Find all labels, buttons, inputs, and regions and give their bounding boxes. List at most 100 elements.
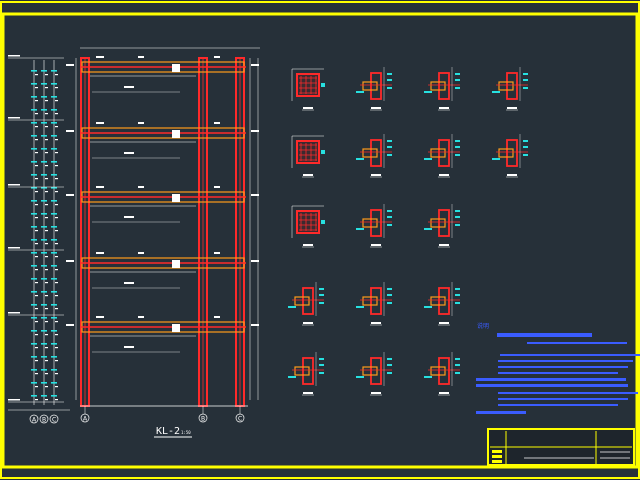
rebar-callout [288, 376, 296, 378]
rebar-tick [35, 204, 38, 206]
rebar-tick [55, 113, 58, 115]
rebar-tick [45, 243, 48, 245]
beam-label [96, 186, 104, 188]
note-line [498, 398, 628, 400]
rebar-tick [35, 347, 38, 349]
rebar-tag [51, 356, 57, 358]
rebar-tick [35, 230, 38, 232]
rebar-tick [35, 334, 38, 336]
rebar-tick [55, 386, 58, 388]
level-label [8, 247, 20, 249]
rebar-callout [288, 306, 296, 308]
rebar-callout [387, 224, 392, 226]
rebar-tick [55, 204, 58, 206]
level-label [8, 117, 20, 119]
notes-heading: 说明 [477, 322, 489, 330]
rebar-tick [45, 373, 48, 375]
rebar-callout [321, 150, 325, 154]
section-label [371, 244, 381, 246]
level-label [8, 312, 20, 314]
title-block [487, 428, 635, 466]
rebar-callout [387, 73, 392, 75]
rebar-tick [55, 152, 58, 154]
note-line [498, 404, 618, 406]
rebar-tag [41, 109, 47, 111]
span-label [124, 346, 134, 348]
rebar-callout [455, 364, 460, 366]
rebar-tick [45, 74, 48, 76]
beam-label [214, 186, 220, 188]
rebar-callout [319, 358, 324, 360]
level-label [8, 55, 20, 57]
rebar-callout [424, 306, 432, 308]
note-line [527, 342, 627, 344]
rebar-callout [319, 294, 324, 296]
rebar-tag [51, 265, 57, 267]
joint-column [370, 139, 382, 167]
axis-label: B [201, 416, 205, 423]
rebar-tick [55, 139, 58, 141]
level-mark [66, 194, 74, 196]
drawing-scale: 1:50 [181, 430, 191, 435]
rebar-tick [45, 113, 48, 115]
column-section [296, 140, 320, 164]
inner-frame [1, 12, 639, 469]
rebar-tag [51, 109, 57, 111]
rebar-callout [387, 288, 392, 290]
rebar-tick [45, 87, 48, 89]
rebar-tick [35, 386, 38, 388]
rebar-tag [31, 200, 37, 202]
rebar-callout [387, 146, 392, 148]
rebar-tick [35, 217, 38, 219]
section-label [439, 322, 449, 324]
beam-label [214, 122, 220, 124]
rebar-callout [319, 364, 324, 366]
rebar-tag [31, 213, 37, 215]
section-label [303, 244, 313, 246]
rebar-tick [55, 256, 58, 258]
rebar-tick [45, 217, 48, 219]
rebar-tag [31, 187, 37, 189]
rebar-tag [41, 265, 47, 267]
rebar-callout [424, 91, 432, 93]
rebar-callout [523, 154, 528, 156]
rebar-callout [455, 294, 460, 296]
rebar-tick [35, 139, 38, 141]
rebar-tick [35, 243, 38, 245]
rebar-tick [55, 230, 58, 232]
joint-beam [430, 81, 446, 91]
rebar-tag [51, 213, 57, 215]
rebar-tick [35, 100, 38, 102]
rebar-tag [31, 148, 37, 150]
rebar-tag [51, 395, 57, 397]
rebar-tick [45, 347, 48, 349]
column-section [296, 73, 320, 97]
rebar-tick [45, 386, 48, 388]
rebar-tag [41, 382, 47, 384]
level-mark [66, 324, 74, 326]
rebar-tick [45, 230, 48, 232]
rebar-tag [31, 304, 37, 306]
rebar-tick [45, 308, 48, 310]
rebar-tick [35, 87, 38, 89]
rebar-tick [35, 282, 38, 284]
rebar-tag [41, 369, 47, 371]
joint-column [370, 209, 382, 237]
rebar-tick [35, 360, 38, 362]
rebar-callout [387, 87, 392, 89]
rebar-tick [55, 373, 58, 375]
rebar-tick [55, 191, 58, 193]
rebar-tag [41, 161, 47, 163]
note-line [497, 333, 592, 337]
rebar-tick [45, 126, 48, 128]
rebar-tick [35, 74, 38, 76]
rebar-tick [35, 399, 38, 401]
rebar-tag [31, 356, 37, 358]
rebar-tag [51, 239, 57, 241]
rebar-callout [455, 210, 460, 212]
level-mark [66, 130, 74, 132]
beam-label [96, 122, 104, 124]
rebar-tick [55, 282, 58, 284]
axis-label: A [32, 417, 37, 424]
